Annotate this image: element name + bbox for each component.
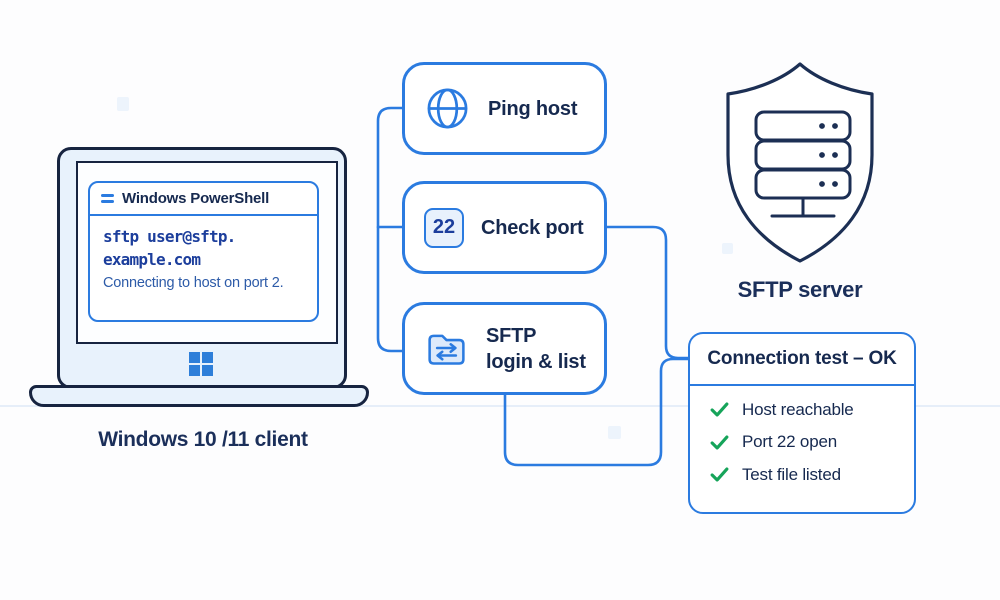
connection-test-result-box: Connection test – OK Host reachable Port… <box>688 332 916 514</box>
checkmark-icon <box>710 434 729 450</box>
menu-icon <box>101 194 114 203</box>
result-checklist: Host reachable Port 22 open Test file li… <box>690 386 914 485</box>
globe-icon <box>427 88 468 129</box>
checklist-item-label: Port 22 open <box>742 432 837 451</box>
step-check-port: 22 Check port <box>402 181 607 274</box>
checklist-item-label: Host reachable <box>742 399 854 419</box>
bracket-connector <box>376 106 404 353</box>
windows-logo-icon <box>189 352 213 376</box>
step-sftp-login-list: SFTP login & list <box>402 302 607 395</box>
powershell-body: sftp user@sftp. example.com Connecting t… <box>90 216 317 291</box>
checklist-item-label: Test file listed <box>742 464 841 484</box>
checkport-to-result-connector <box>605 225 691 360</box>
terminal-status: Connecting to host on port 2. <box>103 275 284 292</box>
background-rule <box>0 405 1000 407</box>
terminal-command: sftp user@sftp. example.com <box>103 225 304 271</box>
terminal-command-line1: sftp user@sftp. <box>103 227 236 246</box>
step-label-line1: SFTP <box>486 324 537 347</box>
checkmark-icon <box>710 467 729 482</box>
deco-square <box>608 426 621 439</box>
step-label: Ping host <box>488 97 578 120</box>
result-title: Connection test – OK <box>690 334 914 386</box>
powershell-titlebar: Windows PowerShell <box>90 183 317 216</box>
step-ping-host: Ping host <box>402 62 607 155</box>
deco-square <box>117 97 129 111</box>
checklist-item: Test file listed <box>709 464 914 485</box>
folder-transfer-icon <box>428 334 465 365</box>
port-22-badge: 22 <box>424 207 464 248</box>
checklist-item: Host reachable <box>709 399 914 420</box>
client-caption: Windows 10 /11 client <box>98 428 308 451</box>
laptop-base <box>29 385 369 407</box>
powershell-title: Windows PowerShell <box>122 190 270 207</box>
step-label: SFTP login & list <box>486 323 586 375</box>
checklist-item: Port 22 open <box>709 432 914 453</box>
checkmark-icon <box>710 402 729 417</box>
step-label-line2: login & list <box>486 350 586 373</box>
step-label: Check port <box>481 216 584 239</box>
shield-server-icon <box>726 62 874 263</box>
deco-square <box>722 243 733 254</box>
powershell-window: Windows PowerShell sftp user@sftp. examp… <box>88 181 319 322</box>
terminal-command-line2: example.com <box>103 250 201 270</box>
server-caption: SFTP server <box>737 277 863 302</box>
